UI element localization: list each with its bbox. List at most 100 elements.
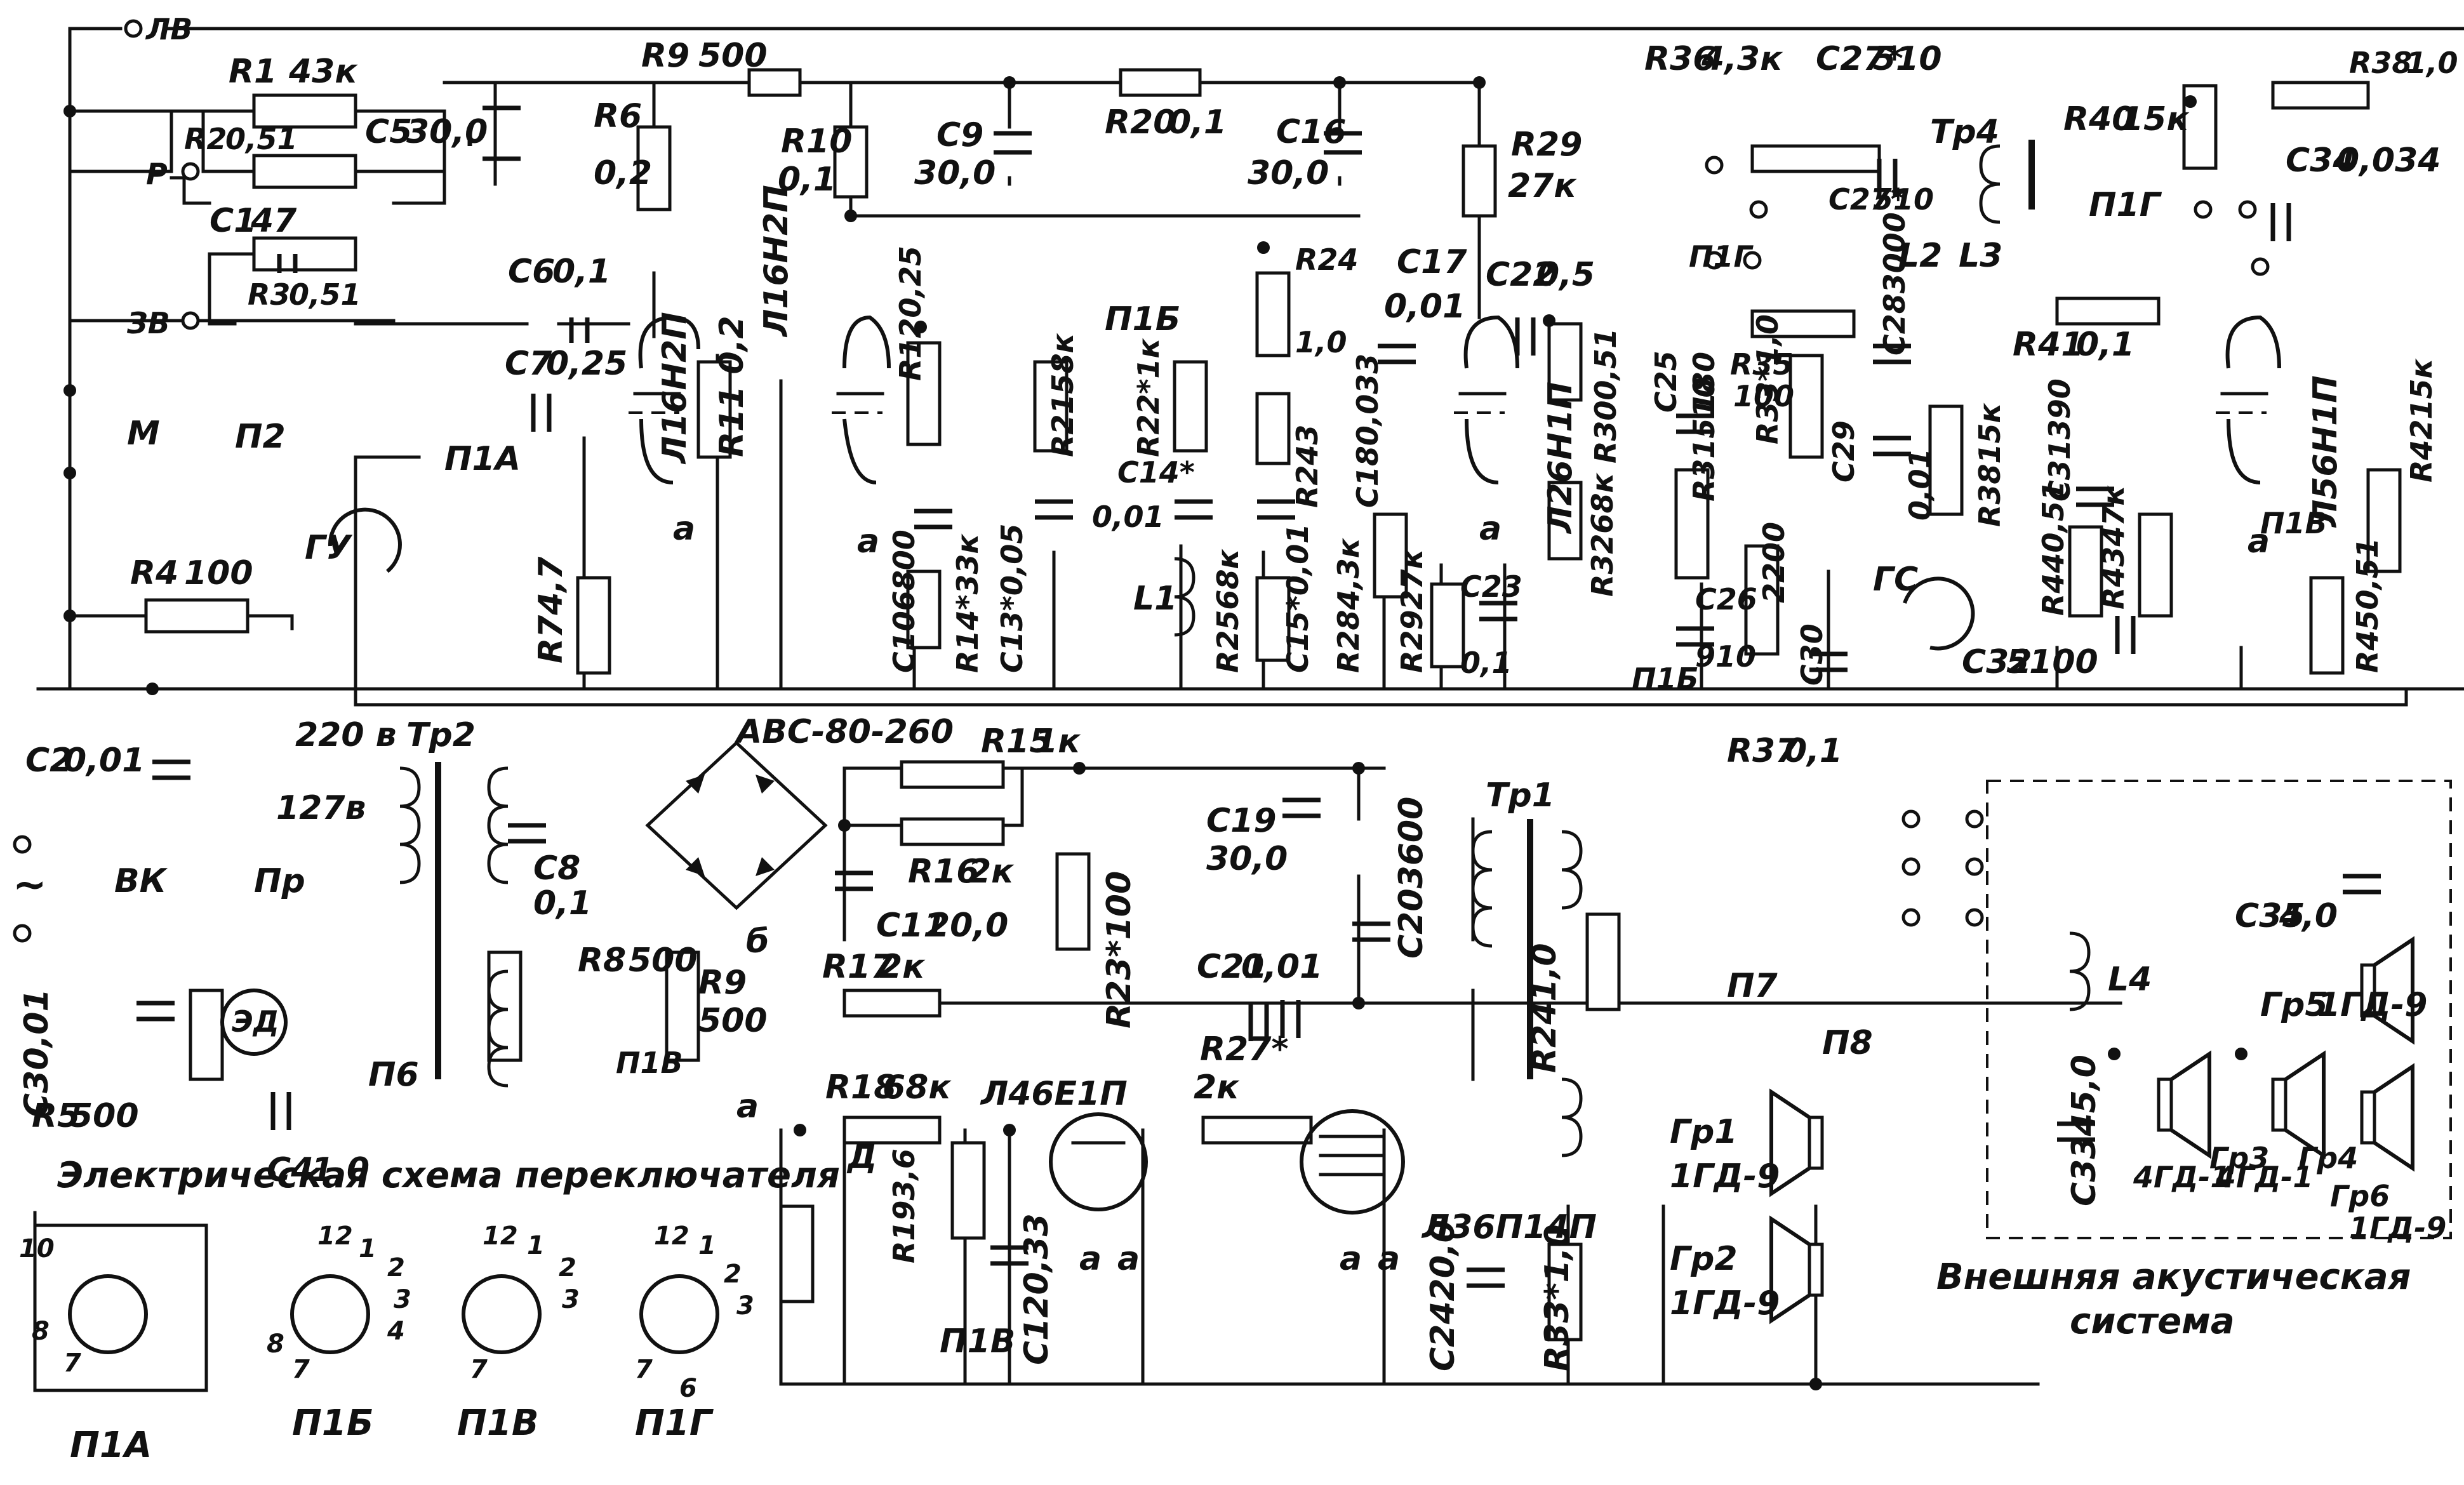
speakers	[1769, 780, 2452, 1324]
label-R18-ref: R17	[822, 948, 894, 986]
label-R16-ref: R15	[981, 723, 1052, 761]
label-C25: C25	[1649, 350, 1683, 413]
label-R47: R440,51	[2036, 481, 2070, 616]
label-R6-ref: R6	[594, 97, 642, 135]
label-R2-ref: R2	[184, 122, 227, 156]
label-deck-P1A: П1А	[70, 1425, 152, 1466]
label-C27b-ref: C27*	[1828, 182, 1906, 216]
label-P8: П8	[1822, 1024, 1873, 1062]
caption-switch-schema: Электрическая схема переключателя	[57, 1155, 840, 1196]
label-a-5: а	[1079, 1240, 1102, 1278]
label-C29: C29	[1827, 420, 1861, 483]
pin-G-3: 3	[736, 1291, 754, 1321]
label-R29-ref: R29	[1511, 126, 1582, 164]
label-R3-ref: R3	[248, 277, 290, 312]
terminals	[13, 19, 2270, 943]
label-R8-ref: R8	[578, 942, 626, 980]
label-a-4: а	[2248, 523, 2270, 561]
pin-G-2: 2	[724, 1260, 742, 1289]
label-C4-ref: C4	[267, 1151, 314, 1189]
pin-V-1: 1	[527, 1231, 545, 1260]
label-Gr5-type: 1ГД-9	[2317, 986, 2427, 1024]
pin-A-7: 7	[63, 1348, 81, 1378]
label-R11-ref: R10	[781, 123, 852, 161]
label-L2coil: L2	[1898, 237, 1942, 275]
label-R7: R74,7	[532, 556, 570, 663]
label-P1A-top: П1А	[444, 440, 521, 478]
pin-G-6: 6	[679, 1374, 697, 1403]
label-C16-ref: C16	[1276, 113, 1347, 151]
label-Gr4-ref: Гр4	[2298, 1141, 2358, 1175]
label-R25-val: 1,0	[1295, 325, 1347, 359]
label-a-8: а	[1378, 1240, 1400, 1278]
label-R21-ref: R20	[1105, 103, 1176, 142]
label-C34-ref: C34	[2286, 142, 2356, 180]
label-R23: R22*1к	[1131, 337, 1166, 457]
pin-G-1: 1	[698, 1231, 716, 1260]
label-R5-val: 500	[70, 1097, 139, 1135]
label-C35-ref: C35	[2235, 897, 2305, 935]
label-R18-val: 2к	[879, 948, 926, 986]
pin-G-7: 7	[635, 1355, 653, 1384]
label-D: Д	[846, 1138, 877, 1176]
label-ZV: ЗВ	[126, 306, 170, 340]
pin-V-7: 7	[470, 1355, 488, 1384]
label-P7: П7	[1727, 967, 1778, 1005]
labels: ЛВ Р ЗВ R1 43к R2 0,51 C5 30,0 C1 47 R3 …	[13, 12, 2458, 1466]
label-R19-val: 68к	[882, 1069, 952, 1107]
pin-B-8: 8	[267, 1329, 284, 1359]
label-R12: R11 0,2	[713, 316, 751, 457]
label-L2: Л26Н1П	[1542, 382, 1580, 535]
caption-ext-speakers-2: система	[2070, 1301, 2235, 1342]
label-C14-ref: C14*	[1117, 455, 1195, 489]
label-deck-P1V: П1В	[457, 1402, 539, 1444]
label-C4-val: 1,0	[311, 1151, 370, 1189]
label-a-2: а	[857, 523, 879, 561]
label-R17-ref: R16	[908, 853, 979, 891]
pin-A-10: 10	[19, 1234, 55, 1263]
label-Gr2-ref: Гр2	[1670, 1240, 1738, 1278]
label-ABC: АВС-80-260	[734, 713, 954, 751]
label-C7-val: 0,25	[546, 345, 627, 383]
label-R33: R31510	[1687, 378, 1721, 502]
label-b: б	[746, 922, 769, 961]
label-a-7: а	[1340, 1240, 1362, 1278]
label-Pr: Пр	[254, 862, 305, 900]
pin-V-2: 2	[559, 1253, 576, 1282]
switch-decks	[33, 1211, 719, 1392]
label-Gr3-ref: Гр3	[2209, 1141, 2269, 1175]
label-C27b-val: 510	[1873, 182, 1934, 216]
label-C25-val: 180	[1687, 352, 1721, 413]
label-R35: R33*1,0	[1538, 1224, 1576, 1371]
label-R19-ref: R18	[825, 1069, 896, 1107]
label-R37-ref: R35	[1730, 347, 1793, 382]
label-L1b: Л16Н2П	[757, 185, 796, 338]
label-C6-ref: C6	[508, 253, 555, 291]
label-C2-ref: C2	[25, 742, 72, 780]
label-R3-val: 0,51	[289, 277, 361, 312]
label-Gr5-ref: Гр5	[2260, 986, 2328, 1024]
label-R48: R450,51	[2350, 538, 2385, 673]
label-C21-ref: C21	[1197, 948, 1267, 986]
tube-envelopes	[638, 315, 2281, 1215]
label-R25-ref: R24	[1295, 243, 1358, 277]
label-R45: R4215к	[2404, 358, 2439, 483]
label-R15: R14*33к	[950, 533, 985, 673]
label-Gr4-type: 4ГД-1	[2215, 1160, 2313, 1194]
label-P1V-mid: П1В	[616, 1046, 683, 1080]
label-C20: C203600	[1392, 797, 1430, 959]
label-R4-val: 100	[184, 554, 253, 592]
caption-ext-speakers-1: Внешняя акустическая	[1936, 1256, 2411, 1298]
label-L4: L4	[2108, 961, 2152, 999]
label-R40-ref: R37	[1727, 732, 1799, 770]
label-L5: Л56Н1П	[2307, 375, 2345, 528]
label-R46: R4347к	[2096, 485, 2131, 609]
label-R38b: R33*1,0	[1750, 314, 1785, 444]
label-R21-val: 0,1	[1168, 103, 1227, 142]
pin-V-3: 3	[562, 1285, 580, 1314]
label-a-6: а	[1117, 1240, 1140, 1278]
pin-V-12: 12	[483, 1222, 518, 1251]
label-GS: ГС	[1873, 561, 1918, 599]
label-C3: C30,01	[18, 989, 56, 1117]
pin-B-3: 3	[394, 1285, 411, 1314]
